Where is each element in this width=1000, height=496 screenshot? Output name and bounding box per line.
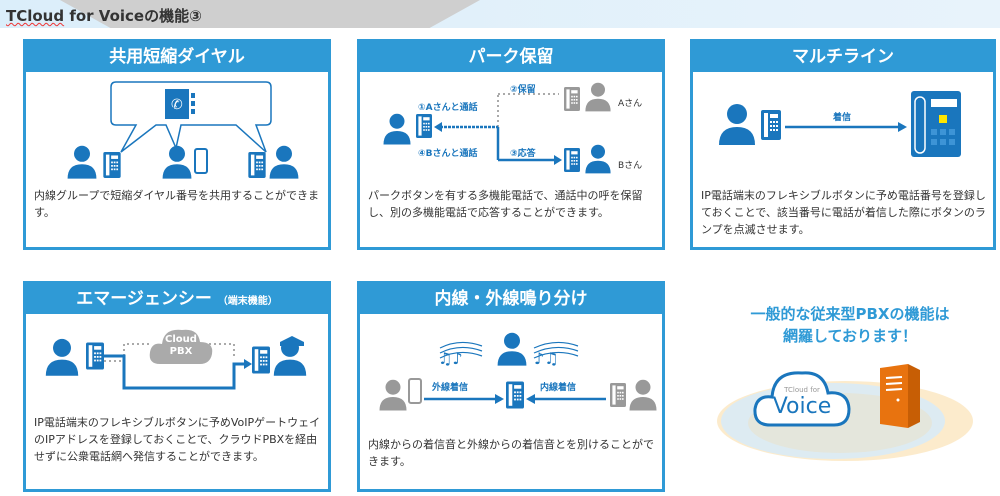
logo-voice-text: Voice: [772, 394, 832, 419]
cloud-icon: [149, 329, 213, 364]
step-label: ③応答: [510, 149, 536, 159]
logo-small-text: TCloud for: [784, 386, 820, 394]
svg-text:♫♪: ♫♪: [438, 349, 463, 368]
card-ring-distinction: 内線・外線鳴り分け ♫♪ ♪♫ 外線着信 内線着信 内線からの着信音と外線からの…: [357, 281, 665, 492]
person-female-icon: [717, 100, 757, 146]
desk-phone-icon: [86, 342, 104, 370]
step-label: ④Bさんと通話: [418, 149, 478, 159]
police-officer-icon: [272, 336, 308, 378]
internal-call-label: 内線着信: [540, 383, 577, 393]
desk-phone-icon: [564, 148, 580, 172]
card-title: 内線・外線鳴り分け: [360, 284, 662, 314]
person-icon: [378, 376, 408, 412]
person-a-label: Aさん: [618, 99, 643, 109]
person-icon: [66, 142, 98, 180]
step-label: ①Aさんと通話: [418, 103, 478, 113]
music-notes-icon: ♪♫: [533, 341, 579, 368]
card-description: IP電話端末のフレキシブルボタンに予め電話番号を登録しておくことで、該当番号に電…: [701, 189, 986, 236]
svg-text:♪♫: ♪♫: [534, 349, 559, 368]
ip-phone-icon: [911, 91, 961, 157]
card-title: 共用短縮ダイヤル: [26, 42, 328, 72]
card-title: パーク保留: [360, 42, 662, 72]
desk-phone-icon: [103, 152, 121, 178]
person-female-icon: [268, 142, 300, 180]
card-park-hold: パーク保留 ①Aさんと通話 ④Bさんと通話 ②保留 ③応答 Aさん Bさん パー…: [357, 39, 665, 250]
desk-phone-icon: [416, 114, 432, 138]
person-b-icon: [584, 142, 612, 174]
step-label: ②保留: [510, 85, 536, 95]
desk-phone-icon: [506, 380, 524, 410]
mobile-phone-icon: [408, 378, 422, 404]
svg-text:✆: ✆: [171, 97, 183, 113]
person-icon: [628, 376, 658, 412]
card-title: エマージェンシー （端末機能）: [26, 284, 328, 314]
card-multiline: マルチライン 着信 IP電話端末のフレキシブルボタンに予め電話番号を登録しておく…: [690, 39, 996, 250]
tagline: 一般的な従来型PBXの機能は網羅しております！: [750, 305, 950, 345]
desk-phone-icon: [252, 346, 270, 374]
external-call-label: 外線着信: [432, 383, 469, 393]
mobile-phone-icon: [194, 148, 208, 174]
desk-phone-icon: [248, 152, 266, 178]
person-icon: [161, 142, 193, 180]
person-a-icon: [584, 80, 612, 112]
speech-bubble-icon: [110, 81, 272, 153]
tcloud-voice-logo: [753, 371, 851, 427]
server-icon: [880, 364, 920, 428]
person-female-icon: [496, 328, 528, 368]
card-description: パークボタンを有する多機能電話で、通話中の呼を保留し、別の多機能電話で応答するこ…: [368, 189, 643, 219]
music-notes-icon: ♫♪: [438, 341, 483, 368]
desk-phone-icon: [761, 110, 781, 140]
page-title: TCloud for Voiceの機能③: [6, 7, 202, 25]
card-description: 内線からの着信音と外線からの着信音とを別けることができます。: [368, 438, 654, 468]
desk-phone-icon: [564, 87, 580, 111]
card-description: IP電話端末のフレキシブルボタンに予めVoIPゲートウェイのIPアドレスを登録し…: [34, 416, 321, 463]
header-decoration: [60, 0, 480, 28]
person-icon: [382, 110, 412, 146]
incoming-label: 着信: [833, 113, 852, 123]
card-title: マルチライン: [693, 42, 993, 72]
phonebook-icon: ✆: [165, 89, 195, 119]
card-description: 内線グループで短縮ダイヤル番号を共用することができます。: [34, 189, 320, 219]
person-b-label: Bさん: [618, 161, 643, 171]
call-flow-arrows: [434, 93, 562, 165]
connection-lines: [104, 343, 252, 390]
person-female-icon: [44, 334, 80, 378]
arrow-icon: [785, 122, 907, 132]
desk-phone-icon: [610, 382, 626, 408]
card-shared-speed-dial: 共用短縮ダイヤル ✆ 内線グループで短縮ダイヤル番号を共用することができます。: [23, 39, 331, 250]
arrow-icon: [526, 394, 606, 404]
arrow-icon: [424, 394, 504, 404]
